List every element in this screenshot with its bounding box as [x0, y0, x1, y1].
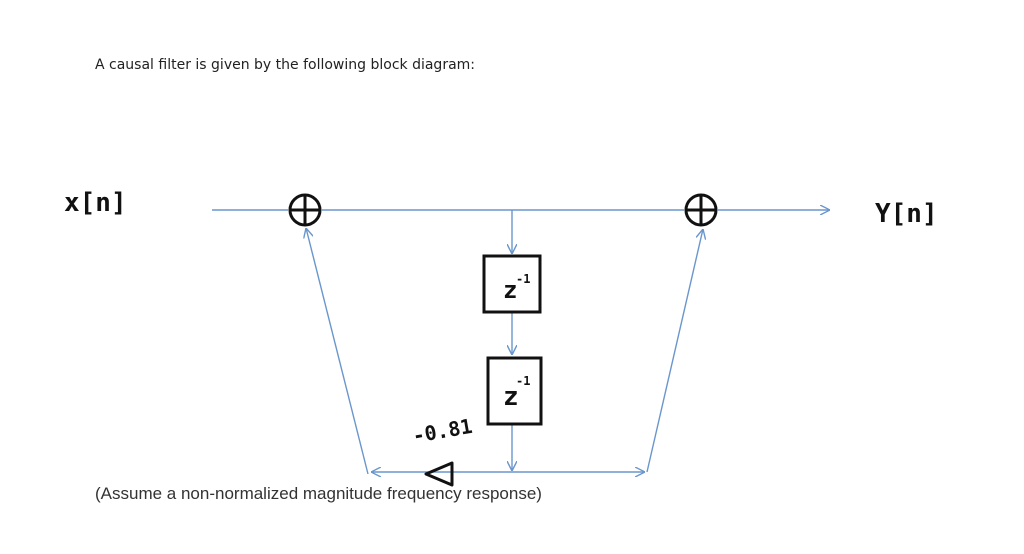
feedback-line	[306, 228, 369, 475]
svg-text:-1: -1	[516, 272, 530, 286]
assumption-note: (Assume a non-normalized magnitude frequ…	[95, 484, 542, 503]
output-label: Y[n]	[875, 199, 938, 229]
feedforward-line	[646, 229, 703, 473]
problem-statement: A causal filter is given by the followin…	[95, 57, 476, 73]
delay-block-2: z -1	[486, 356, 543, 426]
svg-text:z: z	[503, 382, 519, 412]
gain-triangle	[424, 461, 454, 487]
adder-1	[288, 193, 322, 227]
svg-text:z: z	[503, 276, 517, 304]
gain-label: -0.81	[411, 414, 474, 448]
delay-block-1: z -1	[482, 254, 542, 314]
svg-text:-1: -1	[516, 374, 530, 388]
adder-2	[684, 193, 718, 227]
input-label: x[n]	[64, 188, 127, 218]
